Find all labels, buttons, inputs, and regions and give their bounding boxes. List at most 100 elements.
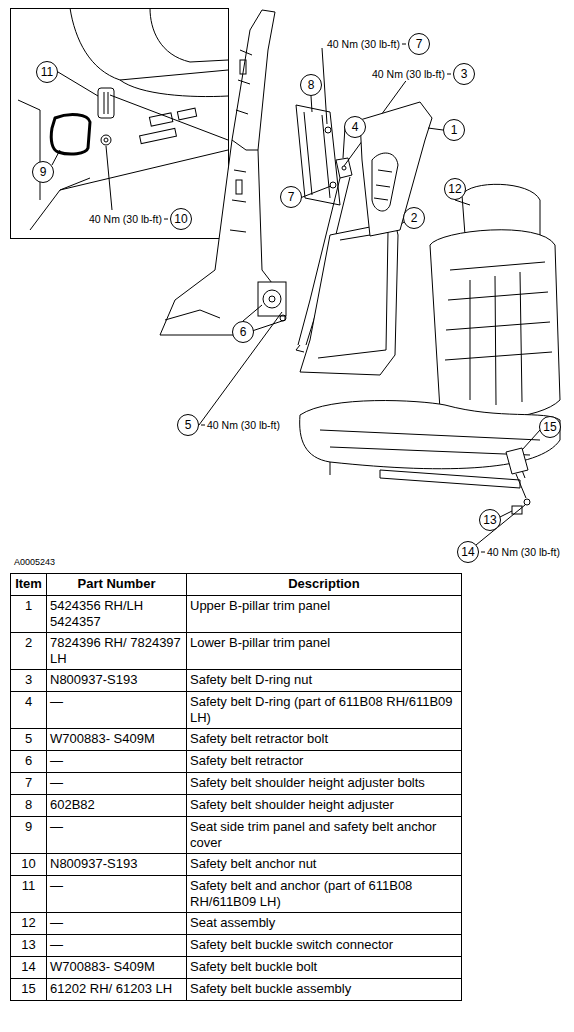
inset-seat	[110, 95, 228, 140]
inset-frame	[11, 9, 229, 239]
item-number: 15	[21, 981, 35, 996]
table-cell: Lower B-pillar trim panel	[187, 633, 462, 670]
table-cell: Safety belt anchor nut	[187, 854, 462, 876]
belt-anchor	[104, 92, 108, 114]
torque-spec: 40 Nm (30 lb-ft)	[206, 419, 281, 432]
torque-dashes	[447, 74, 451, 75]
header-text: Part Number	[77, 576, 155, 591]
b-pillar	[236, 180, 242, 194]
inset-seat	[30, 178, 90, 230]
part-description: Safety belt retractor bolt	[190, 731, 328, 746]
buckle	[512, 506, 522, 514]
b-pillar	[165, 310, 220, 320]
table-cell: W700883- S409M	[47, 729, 187, 751]
item-number: 3	[25, 672, 32, 687]
table-cell: N800937-S193	[47, 854, 187, 876]
table-cell: Upper B-pillar trim panel	[187, 596, 462, 633]
table-row: 1561202 RH/ 61203 LHSafety belt buckle a…	[11, 979, 462, 1001]
inset-seat	[18, 100, 40, 200]
table-row: 6—Safety belt retractor	[11, 751, 462, 773]
torque-dashes	[481, 552, 485, 553]
table-cell: 602B82	[47, 795, 187, 817]
table-cell: W700883- S409M	[47, 957, 187, 979]
part-description: Safety belt shoulder height adjuster bol…	[190, 775, 425, 790]
part-number: —	[50, 878, 63, 893]
upper-trim	[360, 102, 432, 236]
figure-id: A0005243	[14, 557, 55, 568]
callout-number: 6	[232, 321, 254, 343]
table-cell: 10	[11, 854, 47, 876]
exploded-illustration	[52, 150, 60, 165]
table-cell: 3	[11, 670, 47, 692]
seat	[445, 262, 552, 360]
torque-dashes	[164, 219, 168, 220]
callout-number: 10	[170, 208, 192, 230]
part-number: —	[50, 753, 63, 768]
part-number: N800937-S193	[50, 672, 137, 687]
part-description: Safety belt D-ring nut	[190, 672, 312, 687]
table-cell: 7	[11, 773, 47, 795]
b-pillar	[160, 10, 285, 335]
upper-trim	[374, 170, 392, 200]
table-row: 8 602B82Safety belt shoulder height adjus…	[11, 795, 462, 817]
table-cell: 13	[11, 935, 47, 957]
inset-seat	[18, 8, 228, 230]
table-cell: Safety belt D-ring nut	[187, 670, 462, 692]
upper-trim-leader	[428, 128, 443, 130]
belt-and-d-ring	[296, 345, 304, 352]
table-cell: Safety belt buckle switch connector	[187, 935, 462, 957]
lower-trim	[318, 232, 388, 358]
item-number: 13	[21, 937, 35, 952]
table-cell: Seat side trim panel and safety belt anc…	[187, 817, 462, 854]
torque-spec: 40 Nm (30 lb-ft)	[486, 546, 561, 559]
torque-spec: 40 Nm (30 lb-ft)	[371, 68, 446, 81]
retractor	[263, 290, 281, 308]
retractor-bolt-leader	[199, 312, 282, 425]
item-number: 14	[21, 959, 35, 974]
table-cell: 5424356 RH/LH 5424357	[47, 596, 187, 633]
table-cell: 6	[11, 751, 47, 773]
adjuster-leader	[311, 96, 312, 112]
table-cell: —	[47, 692, 187, 729]
table-cell: 8	[11, 795, 47, 817]
table-cell: 5	[11, 729, 47, 751]
item-number: 5	[25, 731, 32, 746]
table-row: 15424356 RH/LH 5424357Upper B-pillar tri…	[11, 596, 462, 633]
table-cell: 11	[11, 876, 47, 913]
item-number: 12	[21, 915, 35, 930]
retractor-leader	[243, 305, 262, 321]
callout-number: 9	[32, 161, 54, 183]
table-cell: —	[47, 913, 187, 935]
inset-seat	[177, 108, 196, 120]
torque-dashes	[201, 425, 205, 426]
item-number: 11	[22, 878, 36, 893]
callout-number: 5	[177, 414, 199, 436]
table-cell: Safety belt retractor bolt	[187, 729, 462, 751]
part-description: Safety belt buckle bolt	[190, 959, 317, 974]
table-cell: 14	[11, 957, 47, 979]
table-cell: 7824396 RH/ 7824397 LH	[47, 633, 187, 670]
item-number: 2	[25, 635, 32, 650]
seat	[300, 184, 560, 488]
table-cell: Safety belt shoulder height adjuster	[187, 795, 462, 817]
table-header: Item	[11, 574, 47, 596]
part-number: —	[50, 915, 63, 930]
item-number: 8	[25, 797, 32, 812]
belt-anchor	[98, 88, 114, 118]
seat-leader	[455, 200, 470, 205]
buckle-bolt-leader	[476, 505, 525, 545]
callout-number: 3	[453, 63, 475, 85]
part-description: Safety belt buckle assembly	[190, 981, 351, 996]
inset-seat	[140, 128, 177, 143]
table-cell: 1	[11, 596, 47, 633]
belt-and-d-ring	[336, 158, 352, 178]
table-cell: 12	[11, 913, 47, 935]
inset-seat	[149, 113, 172, 126]
part-number: N800937-S193	[50, 856, 137, 871]
item-number: 9	[25, 819, 32, 834]
table-row: 7—Safety belt shoulder height adjuster b…	[11, 773, 462, 795]
inset-seat	[150, 8, 228, 62]
part-description: Upper B-pillar trim panel	[190, 598, 330, 613]
seat	[330, 462, 525, 478]
inset-seat	[70, 8, 228, 80]
